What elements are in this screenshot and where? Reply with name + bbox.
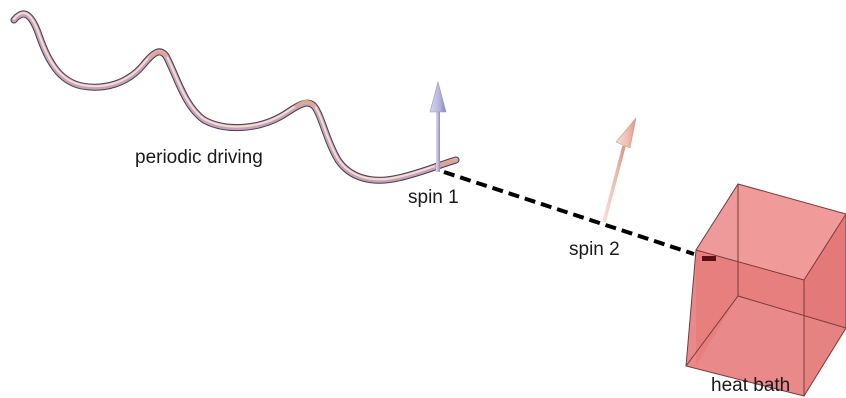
coupling-line <box>443 170 695 256</box>
bath-contact-marker <box>702 256 716 261</box>
spin-2-label: spin 2 <box>569 239 620 260</box>
heat-bath-label: heat bath <box>711 375 791 396</box>
spin-2-arrow-icon <box>602 117 637 223</box>
spin-1-arrow-icon <box>429 80 447 172</box>
periodic-driving-label: periodic driving <box>135 147 263 168</box>
heat-bath-cube <box>685 183 846 397</box>
spin-1-label: spin 1 <box>408 187 459 208</box>
